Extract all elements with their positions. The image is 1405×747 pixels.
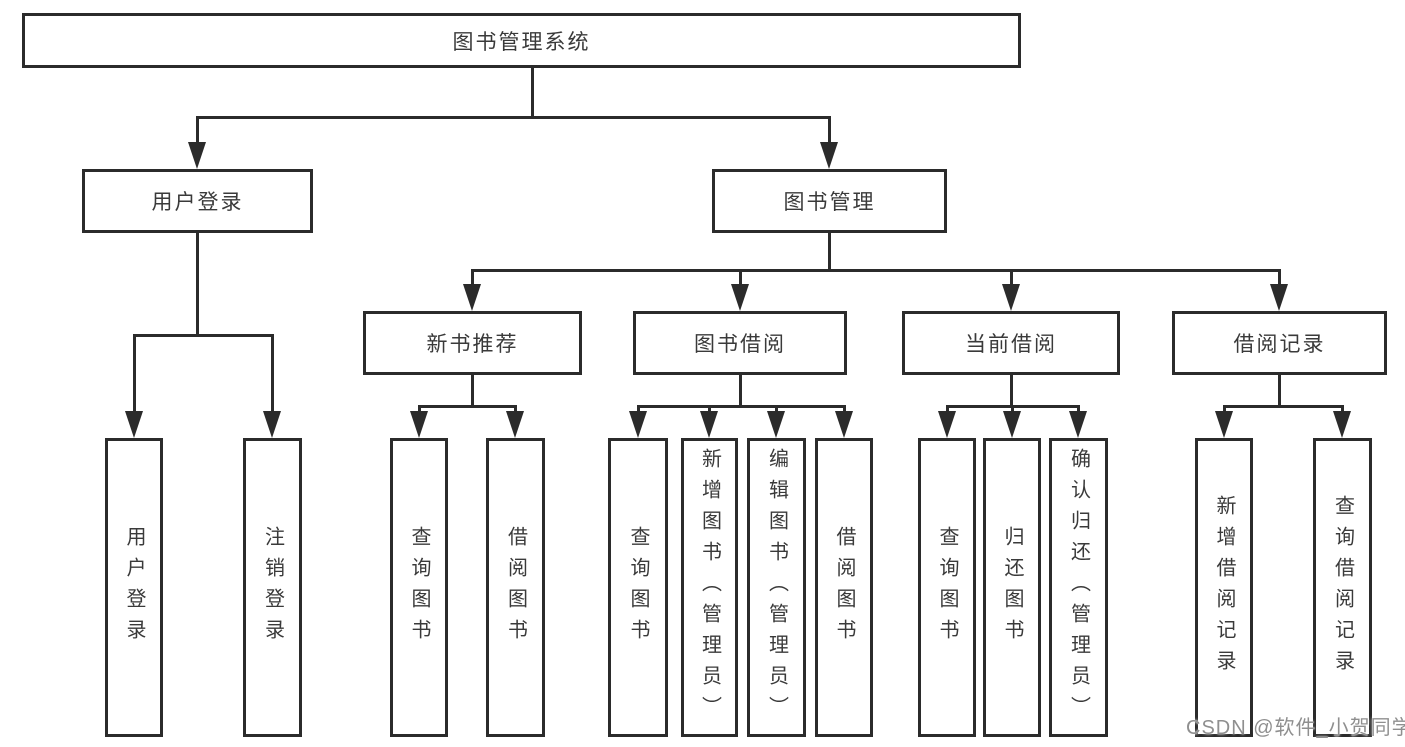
arrowhead-rec-borrow [506,411,524,438]
arrowhead-borrow-records [1270,284,1288,311]
leaf-cur-query-book-label: 查询图书 [936,525,958,650]
arrowhead-bor-borrow [835,411,853,438]
connector-book-mgmt-trunk [828,231,831,271]
arrowhead-bor-add [700,411,718,438]
connector-stem-cur-confirm [1077,407,1080,413]
arrowhead-cur-query [938,411,956,438]
leaf-rec-borrow-book: 借阅图书 [486,438,545,737]
node-new-book-rec: 新书推荐 [363,311,582,375]
arrowhead-new-book-rec [463,284,481,311]
arrowhead-cur-confirm [1069,411,1087,438]
connector-stem-recs-query [1341,407,1344,413]
connector-stem-cur-query [946,407,949,413]
arrowhead-recs-query [1333,411,1351,438]
node-root-label: 图书管理系统 [452,30,591,54]
csdn-watermark: CSDN @软件_小贺同学 [1186,717,1405,739]
leaf-rec-query-book-label: 查询图书 [408,525,430,650]
node-book-mgmt: 图书管理 [712,169,947,233]
connector-stem-book-borrow [739,271,742,286]
arrowhead-cur-return [1003,411,1021,438]
leaf-bor-add-book: 新增图书（管理员） [681,438,738,737]
arrowhead-login [125,411,143,438]
connector-stem-login [133,335,136,413]
connector-stem-current-borrow [1010,271,1013,286]
connector-stem-rec-borrow [514,407,517,413]
connector-root-rail [196,116,831,119]
leaf-rec-borrow-book-label: 借阅图书 [504,525,527,650]
arrowhead-bor-query [629,411,647,438]
node-new-book-rec-label: 新书推荐 [426,333,519,356]
node-current-borrow: 当前借阅 [902,311,1120,375]
node-user-login-label: 用户登录 [151,191,244,214]
node-user-login: 用户登录 [82,169,313,233]
connector-stem-new-book-rec [471,271,474,286]
connector-current-borrow-rail [946,405,1080,408]
node-current-borrow-label: 当前借阅 [965,333,1057,356]
connector-borrow-records-rail [1223,405,1344,408]
arrowhead-user-login [188,142,206,169]
connector-book-borrow-trunk [739,373,742,407]
arrowhead-book-borrow [731,284,749,311]
connector-stem-borrow-records [1278,271,1281,286]
leaf-user-login: 用户登录 [105,438,163,737]
leaf-logout-label: 注销登录 [261,525,284,650]
node-borrow-records: 借阅记录 [1172,311,1387,375]
leaf-cur-confirm-return: 确认归还（管理员） [1049,438,1108,737]
connector-new-book-rec-trunk [471,373,474,407]
connector-stem-user-login [196,116,199,144]
arrowhead-bor-edit [767,411,785,438]
node-root: 图书管理系统 [22,13,1021,68]
leaf-bor-add-book-label: 新增图书（管理员） [698,448,721,727]
connector-user-login-trunk [196,231,199,336]
node-book-borrow-label: 图书借阅 [694,333,786,356]
connector-stem-cur-return [1011,407,1014,413]
connector-stem-bor-edit [775,407,778,413]
leaf-logout: 注销登录 [243,438,302,737]
connector-stem-bor-add [708,407,711,413]
connector-stem-bor-borrow [843,407,846,413]
connector-new-book-rec-rail [418,405,517,408]
leaf-recs-query-record-label: 查询借阅记录 [1331,494,1354,681]
leaf-recs-add-record-label: 新增借阅记录 [1213,494,1235,681]
connector-stem-bor-query [637,407,640,413]
leaf-bor-borrow-book-label: 借阅图书 [833,525,855,650]
connector-book-borrow-rail [637,405,846,408]
arrowhead-recs-add [1215,411,1233,438]
leaf-cur-return-book-label: 归还图书 [1001,525,1023,650]
connector-stem-book-mgmt [828,116,831,144]
arrowhead-book-mgmt [820,142,838,169]
leaf-rec-query-book: 查询图书 [390,438,448,737]
node-borrow-records-label: 借阅记录 [1233,333,1326,356]
node-book-borrow: 图书借阅 [633,311,847,375]
leaf-bor-edit-book: 编辑图书（管理员） [747,438,806,737]
leaf-user-login-label: 用户登录 [123,525,145,650]
arrowhead-rec-query [410,411,428,438]
connector-book-mgmt-rail [471,269,1281,272]
arrowhead-logout [263,411,281,438]
leaf-bor-borrow-book: 借阅图书 [815,438,873,737]
leaf-cur-confirm-return-label: 确认归还（管理员） [1067,448,1090,727]
leaf-bor-query-book: 查询图书 [608,438,668,737]
leaf-recs-query-record: 查询借阅记录 [1313,438,1372,737]
arrowhead-current-borrow [1002,284,1020,311]
connector-borrow-records-trunk [1278,373,1281,407]
node-book-mgmt-label: 图书管理 [783,191,876,214]
connector-user-login-rail [133,334,274,337]
leaf-bor-edit-book-label: 编辑图书（管理员） [765,448,788,727]
connector-stem-rec-query [418,407,421,413]
connector-stem-recs-add [1223,407,1226,413]
leaf-cur-return-book: 归还图书 [983,438,1041,737]
leaf-bor-query-book-label: 查询图书 [627,525,649,650]
leaf-recs-add-record: 新增借阅记录 [1195,438,1253,737]
leaf-cur-query-book: 查询图书 [918,438,976,737]
connector-stem-logout [271,335,274,413]
connector-current-borrow-trunk [1010,373,1013,407]
connector-root-trunk [531,66,534,118]
